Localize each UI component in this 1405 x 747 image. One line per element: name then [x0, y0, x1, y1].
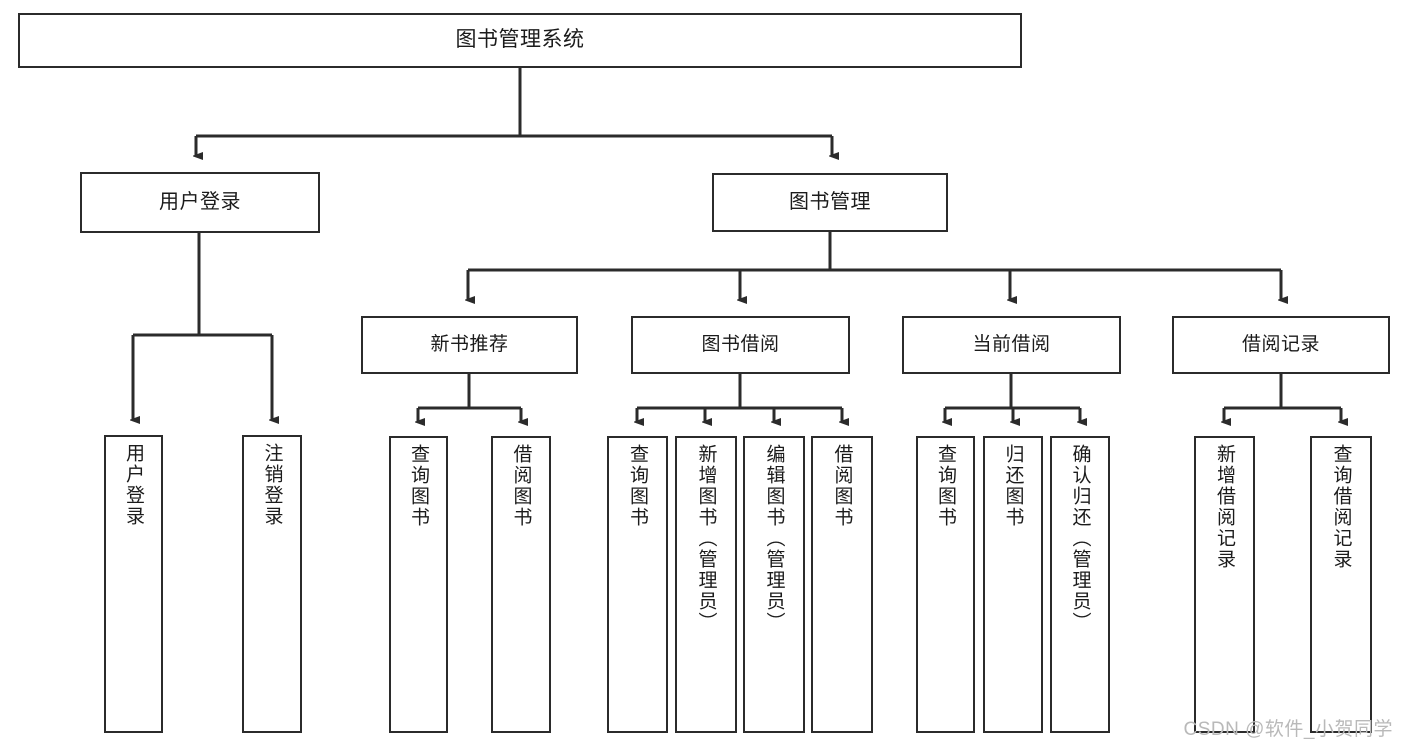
- node-user-login[interactable]: 用户登录: [80, 172, 320, 233]
- leaf-new-book-query-book[interactable]: 查询图书: [389, 436, 448, 733]
- node-label: 归还图书: [1002, 444, 1024, 528]
- leaf-borrow-record-query-record[interactable]: 查询借阅记录: [1310, 436, 1372, 733]
- node-label: 用户登录: [159, 190, 241, 213]
- leaf-book-borrow-add-book-admin[interactable]: 新增图书（管理员）: [675, 436, 737, 733]
- leaf-current-borrow-query-book[interactable]: 查询图书: [916, 436, 975, 733]
- leaf-user-login-login[interactable]: 用户登录: [104, 435, 163, 733]
- leaf-book-borrow-borrow-book[interactable]: 借阅图书: [811, 436, 873, 733]
- node-label: 图书管理: [789, 190, 871, 213]
- node-label: 新增借阅记录: [1214, 444, 1235, 570]
- node-book-borrow[interactable]: 图书借阅: [631, 316, 850, 374]
- leaf-borrow-record-add-record[interactable]: 新增借阅记录: [1194, 436, 1255, 733]
- leaf-book-borrow-query-book[interactable]: 查询图书: [607, 436, 668, 733]
- node-label: 注销登录: [261, 443, 283, 527]
- node-label: 图书管理系统: [455, 28, 585, 52]
- node-label: 查询图书: [408, 444, 429, 528]
- leaf-user-login-logout[interactable]: 注销登录: [242, 435, 302, 733]
- node-label: 当前借阅: [972, 333, 1051, 355]
- leaf-book-borrow-edit-book-admin[interactable]: 编辑图书（管理员）: [743, 436, 805, 733]
- node-label: 图书借阅: [701, 333, 780, 355]
- node-label: 新增图书（管理员）: [695, 444, 717, 633]
- node-label: 查询图书: [627, 444, 648, 528]
- node-borrow-record[interactable]: 借阅记录: [1172, 316, 1390, 374]
- node-new-book-recommend[interactable]: 新书推荐: [361, 316, 578, 374]
- leaf-current-borrow-return-book[interactable]: 归还图书: [983, 436, 1043, 733]
- node-label: 查询借阅记录: [1330, 444, 1352, 570]
- node-label: 确认归还（管理员）: [1069, 444, 1091, 633]
- watermark: CSDN @软件_小贺同学: [1183, 719, 1393, 740]
- node-label: 查询图书: [935, 444, 956, 528]
- leaf-current-borrow-confirm-return-admin[interactable]: 确认归还（管理员）: [1050, 436, 1110, 733]
- node-label: 借阅记录: [1241, 333, 1320, 355]
- leaf-new-book-borrow-book[interactable]: 借阅图书: [491, 436, 551, 733]
- node-current-borrow[interactable]: 当前借阅: [902, 316, 1121, 374]
- node-label: 借阅图书: [831, 444, 853, 528]
- node-label: 编辑图书（管理员）: [763, 444, 785, 633]
- node-book-management[interactable]: 图书管理: [712, 173, 948, 232]
- node-label: 用户登录: [123, 443, 144, 527]
- node-label: 借阅图书: [510, 444, 532, 528]
- node-root-book-management-system[interactable]: 图书管理系统: [18, 13, 1022, 68]
- node-label: 新书推荐: [430, 333, 509, 355]
